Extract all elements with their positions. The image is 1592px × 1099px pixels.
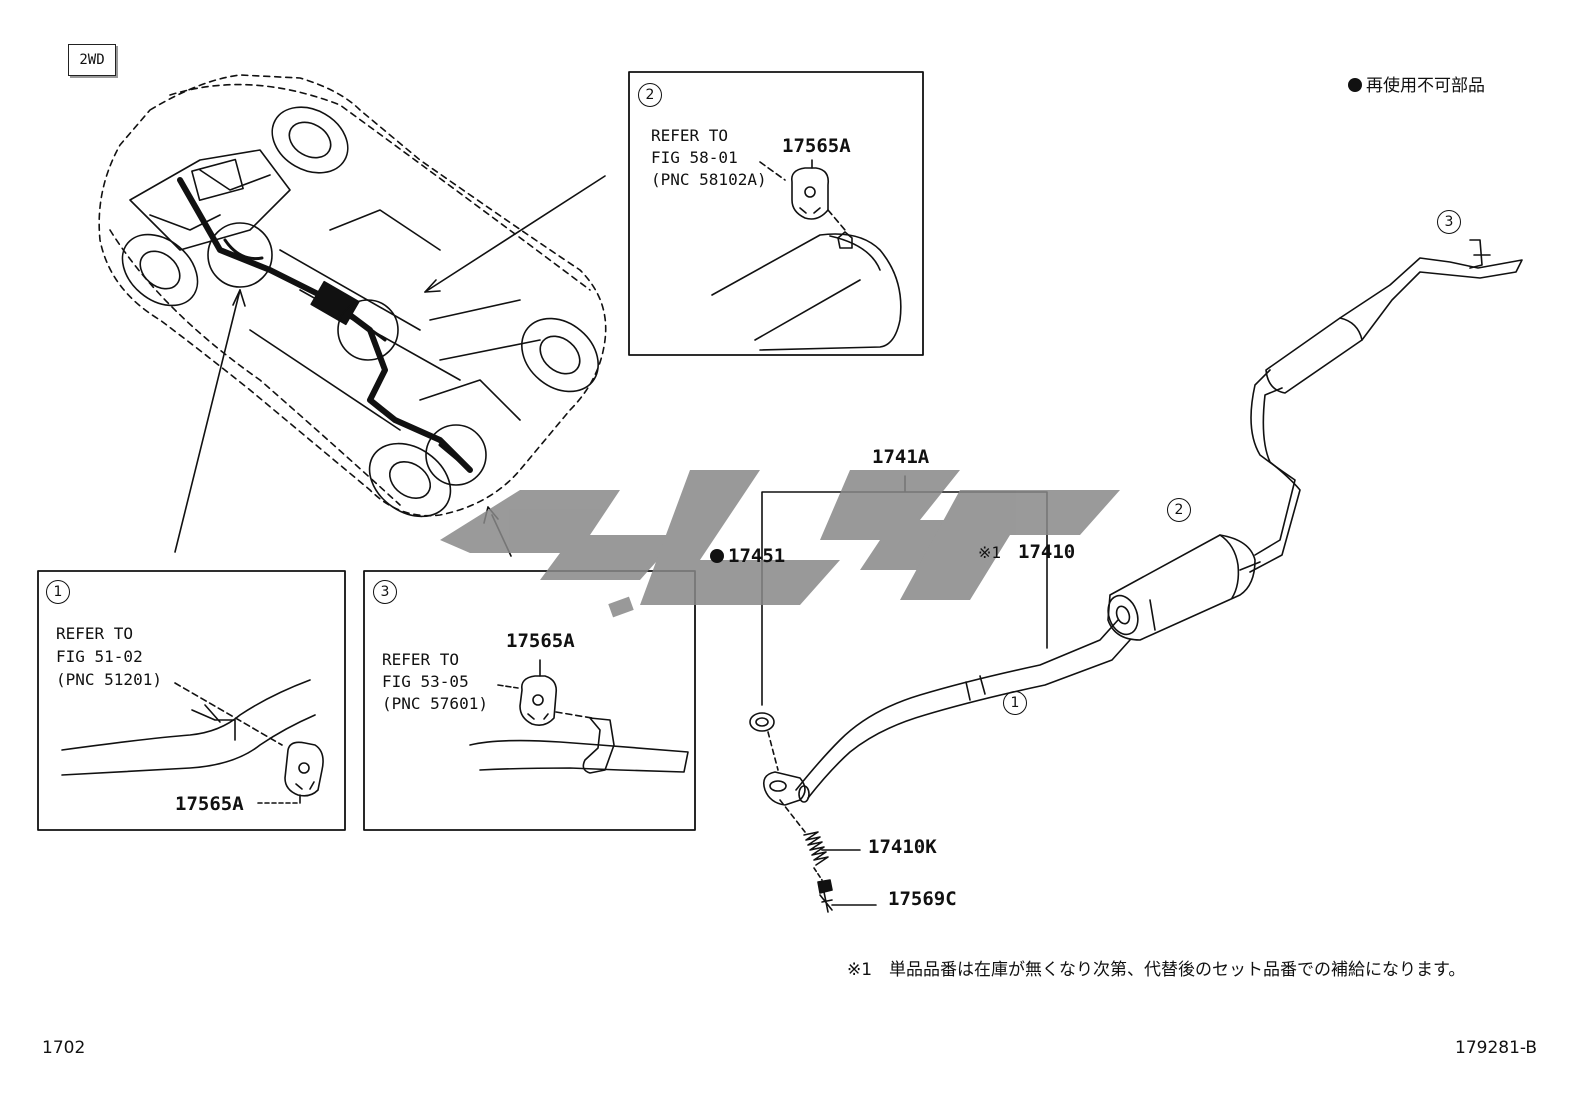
pipe-note-mark: ※1 [978,543,1002,562]
pipe-part-number: 17410 [1018,541,1076,563]
detail-2-part-number: 17565A [782,135,851,157]
callout-1-main: 1 [1003,691,1027,715]
detail-3-part-number: 17565A [506,630,575,652]
detail-3-ref-line1: REFER TO [382,650,460,669]
non-reusable-dot-icon [1348,78,1362,92]
detail-box-1 [37,570,346,831]
gasket-label: 17451 [710,547,785,566]
bolt-part-number: 17569C [888,888,957,910]
exhaust-system-illustration [749,239,1523,913]
gasket-part-number: 17451 [728,545,786,567]
detail-1-ref-line3: (PNC 51201) [56,670,162,689]
drive-type-tag: 2WD [68,44,116,76]
callout-3-main: 3 [1437,210,1461,234]
legend-text: 再使用不可部品 [1366,76,1485,96]
detail-1-part-number: 17565A [175,793,244,815]
non-reusable-dot-icon [710,549,724,563]
callout-1-detail: 1 [46,580,70,604]
callout-3-detail: 3 [373,580,397,604]
detail-2-ref-line3: (PNC 58102A) [651,170,767,189]
vehicle-underbody-illustration [98,74,607,557]
detail-3-ref-line3: (PNC 57601) [382,694,488,713]
detail-2-ref-line2: FIG 58-01 [651,148,738,167]
callout-2-detail: 2 [638,83,662,107]
legend: 再使用不可部品 [1348,78,1485,95]
watermark-logo [440,470,1120,618]
spring-part-number: 17410K [868,836,937,858]
detail-3-ref-line2: FIG 53-05 [382,672,469,691]
page-number: 1702 [42,1038,86,1058]
illustration-id: 179281-B [1455,1038,1538,1058]
callout-2-main: 2 [1167,498,1191,522]
detail-box-3 [363,570,696,831]
detail-1-ref-line1: REFER TO [56,624,134,643]
detail-box-2 [628,71,924,356]
footnote: ※1 単品品番は在庫が無くなり次第、代替後のセット品番での補給になります。 [847,960,1466,980]
detail-2-ref-line1: REFER TO [651,126,729,145]
assembly-part-number: 1741A [872,446,930,468]
detail-1-ref-line2: FIG 51-02 [56,647,143,666]
